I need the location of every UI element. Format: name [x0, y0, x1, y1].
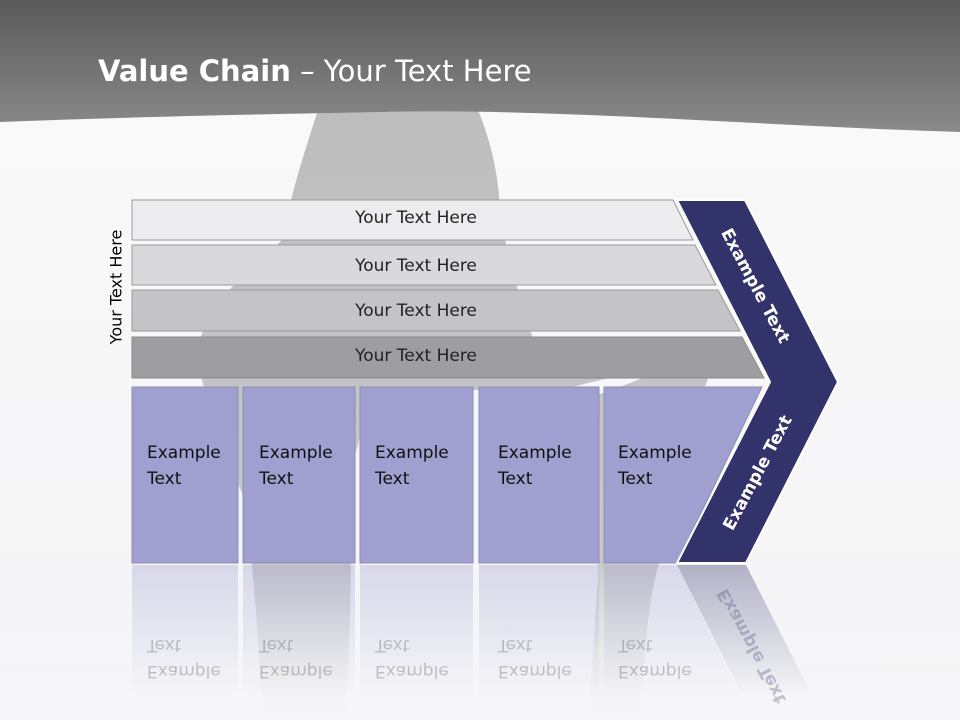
column-2-reflection-line-2: Text: [259, 635, 294, 655]
column-2-reflection-line-1: Example: [259, 661, 333, 681]
reflection-column-2: [243, 565, 355, 695]
reflection-column-3: [360, 565, 473, 695]
column-2-line-2: Text: [259, 469, 294, 489]
margin-chevron: [675, 199, 840, 564]
support-row-4-label: Your Text Here: [355, 346, 477, 366]
column-4-reflection-line-2: Text: [498, 635, 533, 655]
column-4-line-1: Example: [498, 443, 572, 463]
primary-column-3: [359, 386, 474, 564]
primary-column-2: [242, 386, 356, 564]
reflection-column-1: [132, 565, 238, 695]
reflection-chevron: [677, 565, 812, 695]
support-row-1: [131, 199, 694, 241]
column-3-line-1: Example: [375, 443, 449, 463]
column-1-reflection: Example Text: [147, 632, 221, 684]
column-1-reflection-line-1: Example: [147, 661, 221, 681]
title-rest: – Your Text Here: [290, 54, 532, 88]
column-5-line-1: Example: [618, 443, 692, 463]
column-3-reflection-line-2: Text: [375, 635, 410, 655]
column-5-reflection: Example Text: [618, 632, 692, 684]
support-row-4: [131, 336, 765, 379]
support-activities-label: Your Text Here: [106, 229, 126, 345]
column-1-line-1: Example: [147, 443, 221, 463]
column-5-line-2: Text: [618, 469, 653, 489]
column-4-reflection-line-1: Example: [498, 661, 572, 681]
support-row-3-label: Your Text Here: [355, 301, 477, 321]
support-row-2-label: Your Text Here: [355, 256, 477, 276]
column-3-reflection: Example Text: [375, 632, 449, 684]
support-row-1-label: Your Text Here: [355, 208, 477, 228]
column-3-line-2: Text: [375, 469, 410, 489]
column-3-reflection-line-1: Example: [375, 661, 449, 681]
reflection-column-5: [604, 565, 740, 695]
header-band: [0, 0, 960, 132]
reflection-column-4: [479, 565, 599, 695]
column-4-reflection: Example Text: [498, 632, 572, 684]
primary-column-1: [131, 386, 239, 564]
support-row-2: [131, 244, 717, 286]
column-1-line-2: Text: [147, 469, 182, 489]
column-1-reflection-line-2: Text: [147, 635, 182, 655]
primary-column-4: [478, 386, 600, 564]
column-5-reflection-line-1: Example: [618, 661, 692, 681]
column-5-reflection-line-2: Text: [618, 635, 653, 655]
column-4-line-2: Text: [498, 469, 533, 489]
support-row-3: [131, 289, 741, 332]
column-2-line-1: Example: [259, 443, 333, 463]
title-bold: Value Chain: [98, 54, 291, 88]
page-title: Value Chain – Your Text Here: [98, 54, 532, 88]
column-2-reflection: Example Text: [259, 632, 333, 684]
